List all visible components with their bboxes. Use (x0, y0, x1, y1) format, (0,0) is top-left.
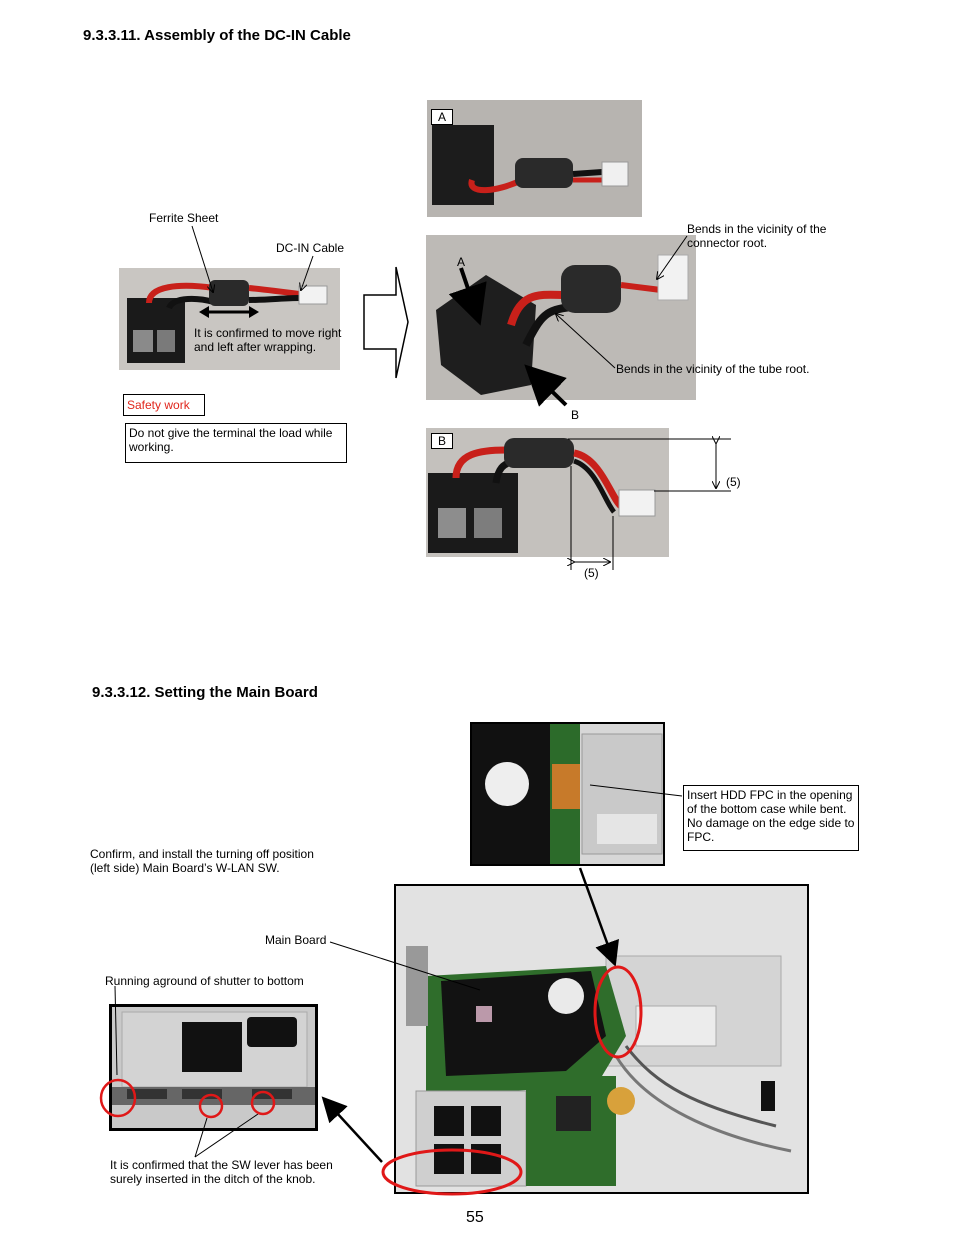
photo-hdd-fpc (470, 722, 665, 866)
note-confirm-wlan: Confirm, and install the turning off pos… (90, 847, 314, 875)
label-main-board: Main Board (265, 933, 327, 947)
section-heading-main-board: 9.3.3.12. Setting the Main Board (92, 684, 318, 701)
page-number: 55 (466, 1209, 484, 1226)
arrow-board-to-shutter (321, 1096, 383, 1163)
section-heading-dc-in: 9.3.3.11. Assembly of the DC-IN Cable (83, 27, 351, 44)
label-b: B (571, 408, 580, 422)
label-dc-in-cable: DC-IN Cable (276, 241, 345, 255)
note-sw-lever: It is confirmed that the SW lever has be… (110, 1158, 333, 1186)
photo-dc-in-cable (119, 268, 340, 370)
tag-a: A (431, 109, 453, 125)
photo-a-top (427, 100, 642, 217)
photo-shutter (109, 1004, 318, 1131)
label-a: A (457, 255, 466, 269)
label-dim-vertical: (5) (726, 475, 741, 489)
photo-b-bottom (426, 428, 669, 557)
label-dim-horizontal: (5) (584, 566, 599, 580)
label-ferrite-sheet: Ferrite Sheet (149, 211, 219, 225)
label-running-aground: Running aground of shutter to bottom (105, 974, 304, 988)
safety-work-note: Do not give the terminal the load while … (125, 423, 347, 463)
label-move-note: It is confirmed to move right and left a… (194, 326, 342, 354)
safety-work-title: Safety work (123, 394, 205, 416)
process-arrow-icon (362, 265, 410, 380)
photo-main-board (394, 884, 809, 1194)
label-bends-tube: Bends in the vicinity of the tube root. (616, 362, 810, 376)
note-hdd-fpc: Insert HDD FPC in the opening of the bot… (683, 785, 859, 851)
tag-b: B (431, 433, 453, 449)
label-bends-connector: Bends in the vicinity of the connector r… (687, 222, 827, 250)
